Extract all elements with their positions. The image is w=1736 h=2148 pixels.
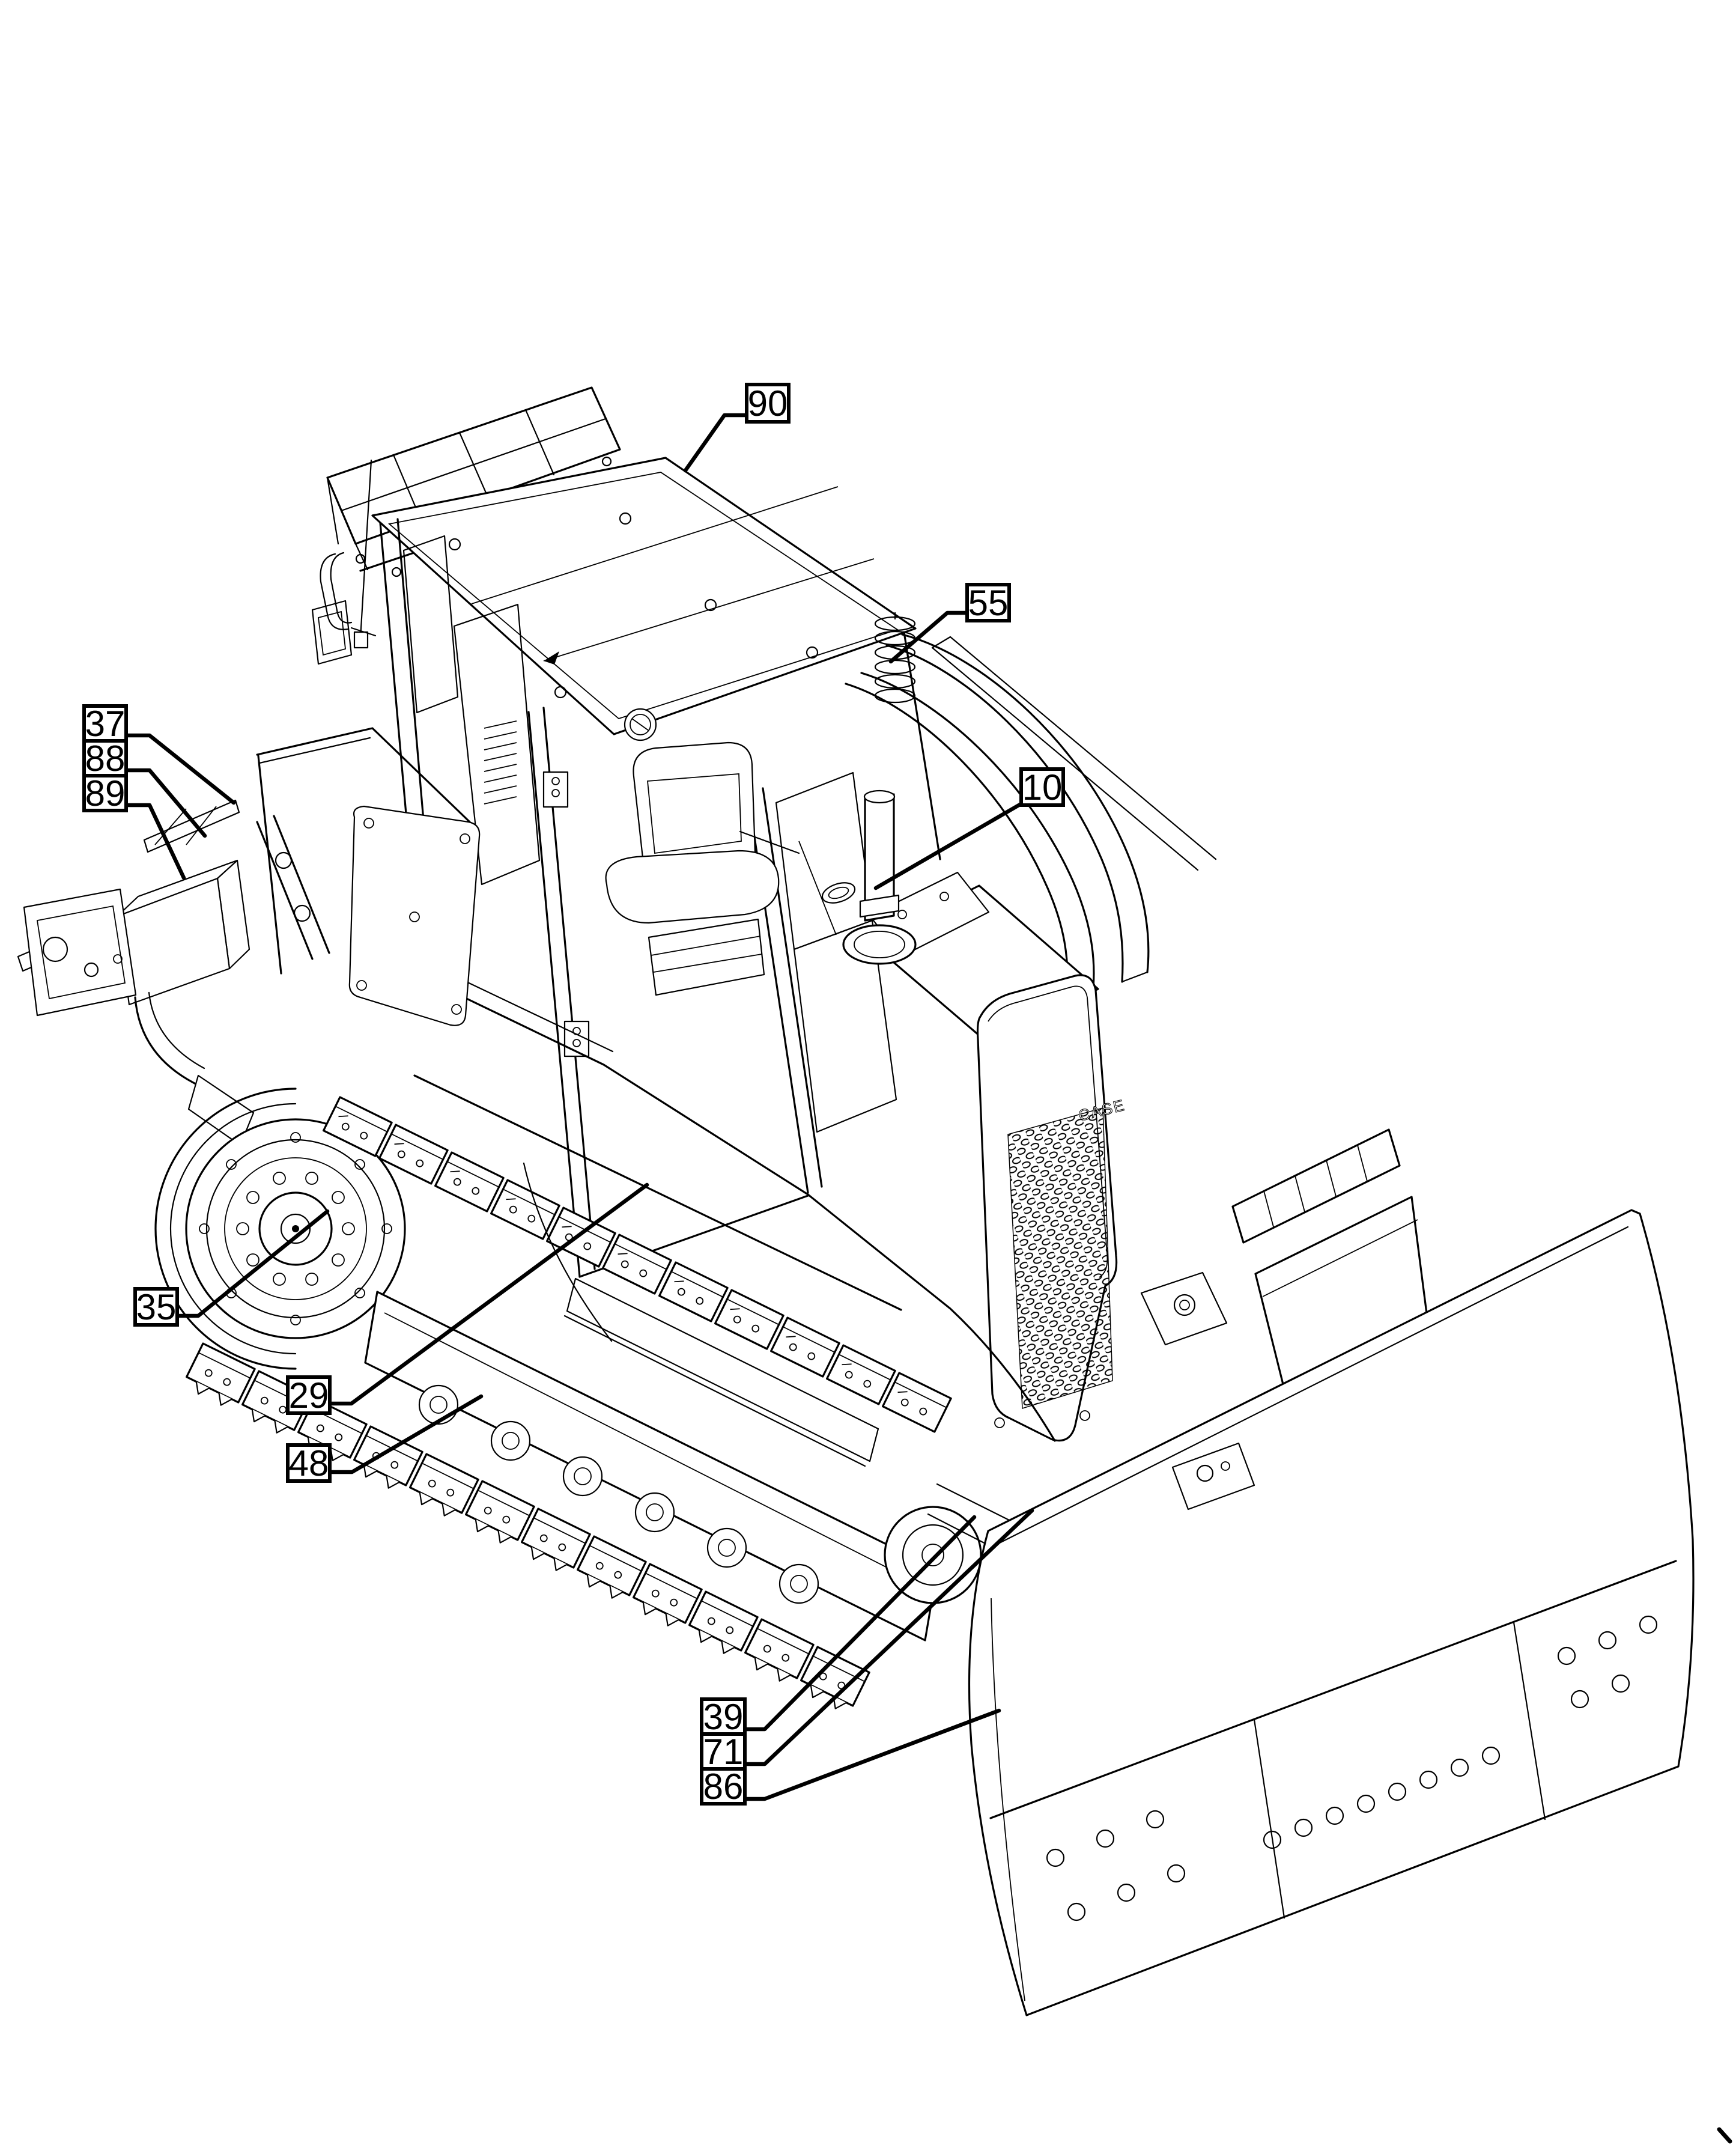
engine-hood: CASE (976, 974, 1127, 1442)
callout-89: 89 (82, 773, 186, 880)
callout-10: 10 (873, 767, 1065, 890)
callout-number: 89 (85, 773, 126, 814)
callout-48: 48 (286, 1394, 484, 1483)
rear-screen-guard (326, 386, 629, 577)
callout-number: 39 (703, 1697, 744, 1737)
callout-box (700, 1697, 747, 1736)
callout-35: 35 (133, 1209, 330, 1327)
callout-leader-line (742, 1515, 977, 1732)
callout-71: 71 (700, 1508, 1034, 1772)
callout-box (133, 1287, 179, 1327)
mirror-bracket (311, 600, 377, 665)
rear-counterweight (17, 799, 330, 1146)
callout-leader-line (124, 803, 186, 880)
body-sill (807, 1193, 1056, 1442)
callout-box (700, 1767, 747, 1806)
callout-86: 86 (700, 1708, 1001, 1807)
body-bottom-edge (413, 1074, 902, 1311)
callout-29: 29 (286, 1182, 649, 1416)
callout-box (286, 1443, 332, 1483)
callout-37: 37 (82, 704, 236, 805)
callout-88: 88 (82, 738, 207, 838)
callout-leader-line (124, 768, 207, 838)
callout-leader-line (742, 1708, 1001, 1801)
operator-seat (605, 741, 800, 996)
track-frame (364, 1291, 938, 1641)
callout-box (1019, 767, 1065, 807)
antenna (353, 459, 372, 649)
callout-number: 37 (85, 704, 126, 744)
callout-number: 55 (968, 583, 1009, 623)
callout-box (745, 383, 791, 424)
callout-number: 71 (703, 1732, 744, 1772)
callout-number: 35 (136, 1287, 177, 1327)
callout-number: 90 (748, 383, 788, 424)
rops-frame (845, 633, 1217, 991)
callout-leader-line (742, 1508, 1034, 1766)
exhaust-stack (842, 790, 917, 965)
callout-leader-line (327, 1182, 649, 1406)
corner-tick (1717, 2127, 1732, 2144)
callout-box (286, 1375, 332, 1415)
callout-box (82, 739, 128, 777)
callout-box (82, 774, 128, 812)
blade-top-flange (991, 1226, 1629, 1548)
callout-leader-line (888, 610, 970, 664)
callout-leader-line (873, 798, 1030, 890)
callout-leader-line (683, 413, 749, 473)
cutting-edge (989, 1560, 1677, 1921)
callout-number: 10 (1022, 767, 1063, 808)
callout-number: 86 (703, 1766, 744, 1807)
callout-box (700, 1732, 747, 1771)
roof-panel (371, 457, 917, 735)
callout-number: 88 (85, 738, 126, 779)
callout-leader-line (124, 733, 236, 805)
callout-leader-line (175, 1209, 330, 1318)
callout-box (965, 583, 1011, 622)
callout-number: 48 (289, 1443, 329, 1483)
callout-leader-line (327, 1394, 484, 1474)
callout-39: 39 (700, 1515, 977, 1737)
callout-number: 29 (289, 1375, 329, 1416)
callout-90: 90 (683, 383, 791, 473)
engine-grille (1007, 1107, 1113, 1409)
rear-fender (256, 727, 481, 1026)
callout-55: 55 (888, 583, 1011, 664)
dozer-blade (968, 1209, 1695, 2016)
